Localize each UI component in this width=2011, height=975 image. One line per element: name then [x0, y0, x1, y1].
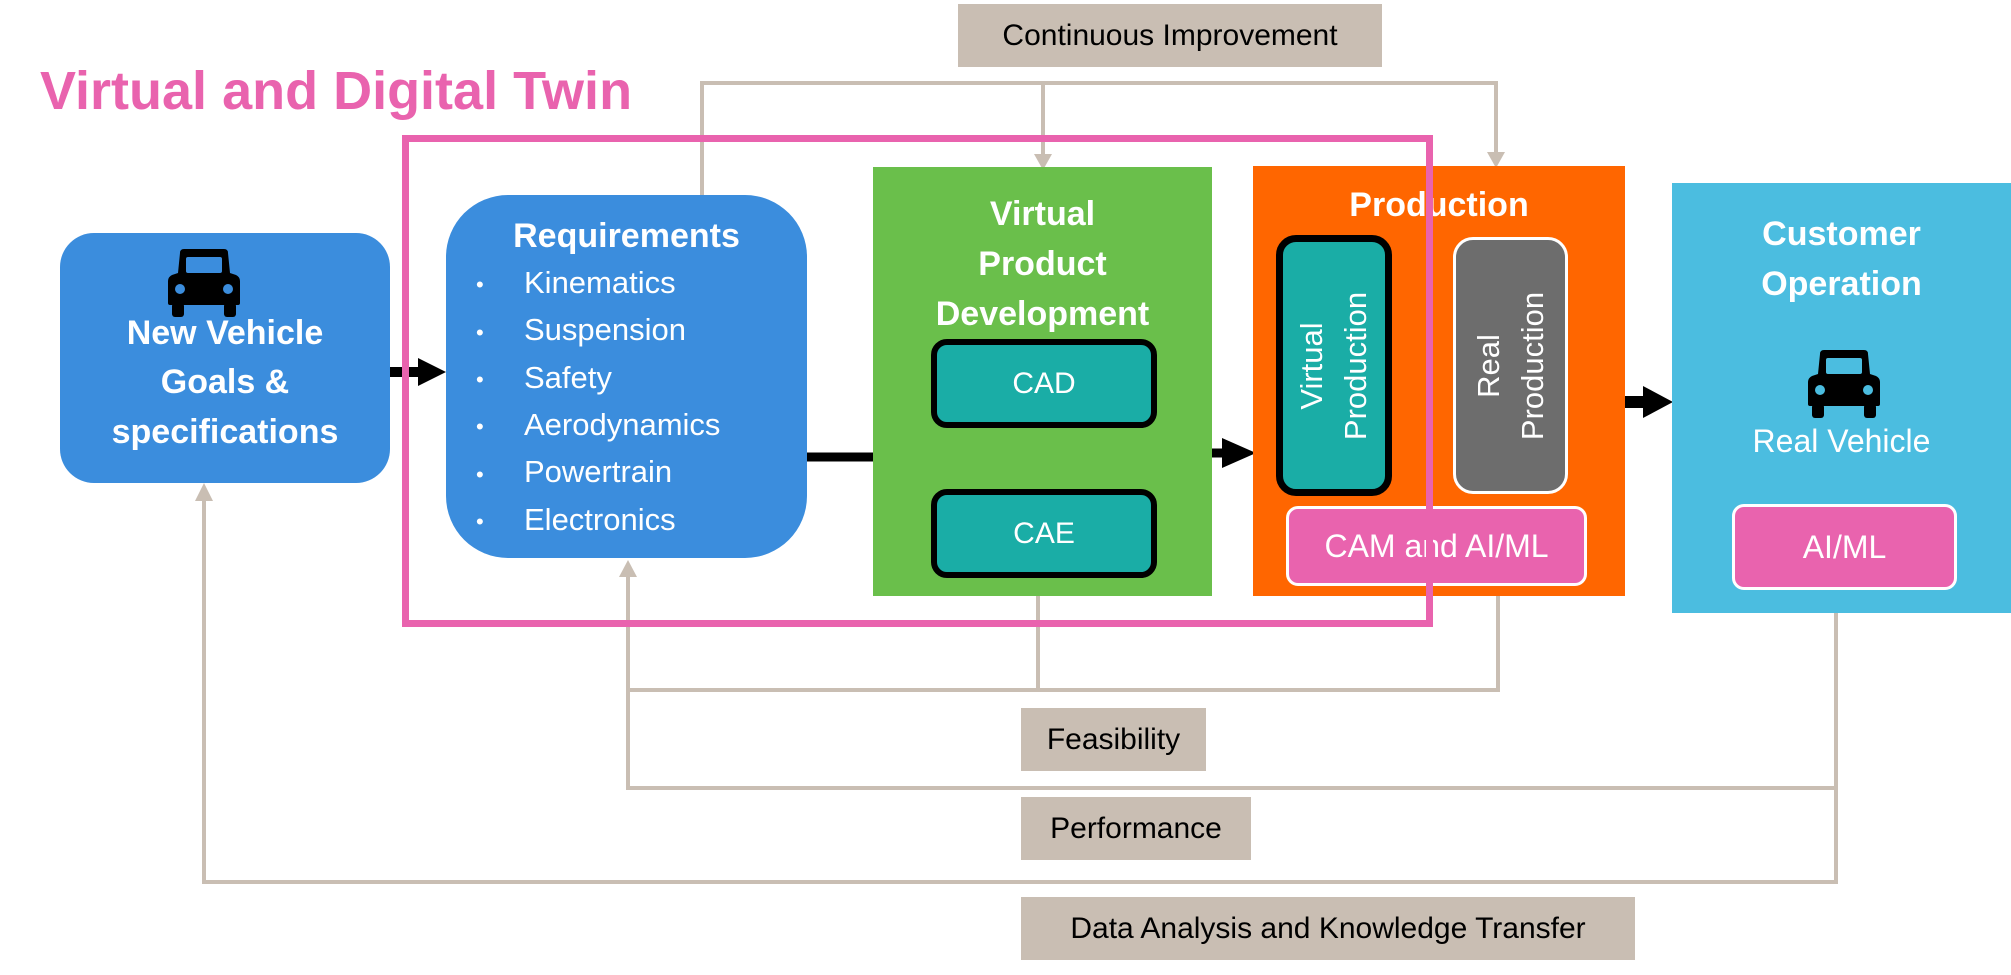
car-icon [1808, 350, 1880, 418]
requirement-item: •Powertrain [476, 454, 673, 490]
customer-operation-title: Customer Operation [1672, 209, 2011, 309]
arrowhead-to-requirements [619, 560, 637, 577]
customer-operation-title-line-1: Customer [1762, 215, 1921, 253]
data-analysis-line [202, 496, 1838, 884]
arrowhead-to-production [1487, 152, 1505, 168]
performance-line [626, 572, 1838, 790]
requirement-item: •Kinematics [476, 265, 676, 300]
customer-aiml-box: AI/ML [1732, 504, 1957, 590]
performance-label: Performance [1021, 797, 1251, 860]
requirements-title: Requirements [513, 217, 740, 255]
continuous-improvement-label: Continuous Improvement [958, 4, 1382, 67]
requirement-item: •Electronics [476, 501, 676, 537]
diagram-title: Virtual and Digital Twin [40, 61, 633, 121]
real-production-label: Real Production [1467, 291, 1555, 439]
cam-aiml-box: CAM and AI/ML [1286, 506, 1587, 586]
virtual-product-development-box: Virtual Product Development CAD CAE [873, 167, 1212, 596]
digital-twin-frame [402, 135, 1433, 627]
requirements-list: •Kinematics •Suspension •Safety •Aerodyn… [476, 260, 720, 544]
real-production-line-2: Production [1514, 291, 1550, 440]
vpd-title-line-1: Virtual [989, 195, 1096, 233]
goals-line-1: New Vehicle [126, 314, 324, 352]
flow-production-to-customer-head [1643, 386, 1673, 418]
data-analysis-label: Data Analysis and Knowledge Transfer [1021, 897, 1635, 960]
goals-line-3: specifications [111, 412, 339, 451]
cae-label: CAE [1013, 516, 1075, 550]
requirements-box: Requirements •Kinematics •Suspension •Sa… [446, 195, 807, 558]
customer-operation-box: Customer Operation Real Vehicle AI/ML [1672, 183, 2011, 613]
car-icon [168, 249, 240, 317]
requirement-label: Aerodynamics [524, 406, 721, 442]
goals-box: New Vehicle Goals & specifications [60, 233, 390, 483]
requirement-item: •Suspension [476, 312, 687, 348]
virtual-production-box: Virtual Production [1276, 235, 1392, 496]
cad-box: CAD [931, 339, 1157, 428]
goals-line-2: Goals & [160, 363, 290, 402]
cad-label: CAD [1012, 366, 1076, 400]
flow-goals-to-requirements-head [418, 358, 446, 386]
real-production-line-1: Real [1470, 333, 1506, 398]
requirement-label: Kinematics [524, 265, 676, 300]
requirement-label: Safety [524, 359, 612, 395]
feasibility-label: Feasibility [1021, 708, 1206, 771]
vpd-title-line-2: Product [978, 245, 1107, 283]
requirement-label: Powertrain [524, 454, 673, 490]
feasibility-line-right [1038, 596, 1500, 692]
cam-aiml-label: CAM and AI/ML [1324, 527, 1549, 564]
real-vehicle-label: Real Vehicle [1752, 423, 1931, 459]
flow-vpd-to-production-head [1222, 438, 1256, 468]
real-production-box: Real Production [1453, 237, 1568, 494]
requirement-item: •Safety [476, 359, 612, 395]
vpd-title: Virtual Product Development [873, 189, 1212, 339]
requirement-label: Electronics [524, 501, 676, 537]
customer-operation-title-line-2: Operation [1761, 265, 1922, 303]
feedback-arrowheads [195, 152, 1505, 577]
production-title: Production [1349, 186, 1529, 224]
arrowhead-to-vpd [1034, 154, 1052, 170]
customer-aiml-label: AI/ML [1802, 528, 1887, 565]
vpd-title-line-3: Development [935, 295, 1150, 333]
cae-box: CAE [931, 489, 1157, 578]
arrowhead-to-goals [195, 483, 213, 501]
requirement-item: •Aerodynamics [476, 406, 721, 442]
production-box: Production Virtual Production Real Produ… [1253, 166, 1625, 596]
feedback-lines [202, 81, 1838, 884]
requirement-label: Suspension [524, 312, 687, 348]
